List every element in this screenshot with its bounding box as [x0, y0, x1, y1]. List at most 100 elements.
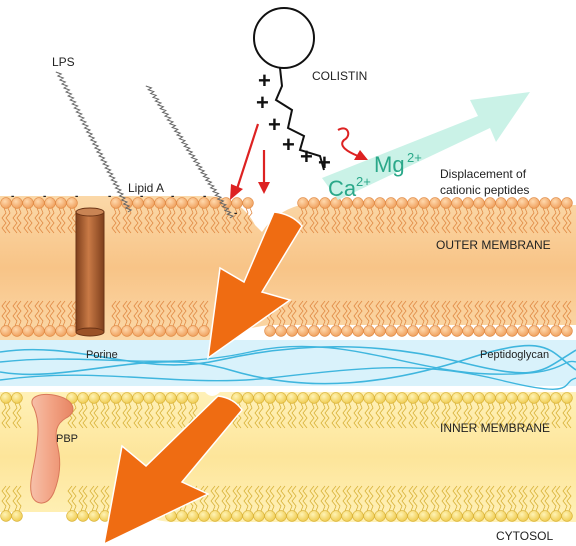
lipid-tail [496, 402, 502, 429]
lipid-head [154, 197, 166, 209]
lipid-head [484, 197, 496, 209]
lipid-tail [518, 207, 524, 234]
lipid-head [506, 197, 518, 209]
lipid-head [33, 325, 45, 337]
lipid-tail [236, 207, 242, 234]
lipid-tail [221, 207, 227, 234]
lipid-head [418, 197, 430, 209]
lipid-head [187, 197, 199, 209]
outer-membrane-body [0, 196, 576, 340]
lipid-tail [467, 300, 473, 327]
lipid-tail [485, 402, 491, 429]
lipid-tail [430, 485, 436, 512]
lipid-tail [390, 207, 396, 234]
lipid-tail [269, 485, 275, 512]
lipid-tail [489, 207, 495, 234]
lipid-head [539, 510, 551, 522]
lipid-tail [5, 485, 11, 512]
lipid-tail [489, 300, 495, 327]
lipid-tail [522, 207, 528, 234]
lipid-tail [496, 485, 502, 512]
lipid-head [242, 197, 254, 209]
lipid-tail [412, 485, 418, 512]
lipid-tail [445, 300, 451, 327]
lipid-tail [485, 207, 491, 234]
lipid-head [319, 392, 331, 404]
lipid-head [517, 510, 529, 522]
lipid-head [264, 325, 276, 337]
negative-charge: - [140, 191, 143, 202]
lipid-tail [474, 300, 480, 327]
lipid-tail [5, 402, 11, 429]
lipid-head [330, 325, 342, 337]
lipid-tail [265, 402, 271, 429]
lipid-tail [551, 485, 557, 512]
lipid-tail [60, 300, 66, 327]
magnesium-charge: 2+ [407, 150, 422, 165]
lipid-tail [467, 485, 473, 512]
lps-chain [55, 71, 133, 213]
lipid-tail [258, 402, 264, 429]
lipid-tail [423, 402, 429, 429]
lipid-tail [302, 207, 308, 234]
lipid-tail [89, 402, 95, 429]
lipid-tail [254, 402, 260, 429]
lipid-head [77, 392, 89, 404]
lipid-head [66, 197, 78, 209]
lipid-head [385, 510, 397, 522]
lipid-tail [192, 207, 198, 234]
lipid-head [264, 510, 276, 522]
lipid-tail [522, 485, 528, 512]
lipid-tail [320, 402, 326, 429]
negative-charge: - [234, 208, 237, 219]
lipid-head [341, 325, 353, 337]
lipid-tail [280, 485, 286, 512]
lipid-head [319, 325, 331, 337]
calcium-charge: 2+ [356, 174, 371, 189]
lipid-tail [166, 300, 172, 327]
lipid-tail [522, 300, 528, 327]
lipid-head [363, 197, 375, 209]
lipid-tail [474, 402, 480, 429]
lipid-head [22, 197, 34, 209]
lipid-tail [49, 207, 55, 234]
lps-chain [145, 85, 235, 219]
lipid-head [418, 392, 430, 404]
lipid-head [396, 392, 408, 404]
lipid-tail [177, 207, 183, 234]
lipid-head [11, 325, 23, 337]
lipid-tail [100, 485, 106, 512]
lipid-tail [144, 300, 150, 327]
lipid-tail [412, 207, 418, 234]
lipid-head [495, 510, 507, 522]
lipid-tail [155, 402, 161, 429]
lipid-tail [478, 300, 484, 327]
lipid-tail [258, 485, 264, 512]
lipid-head [506, 392, 518, 404]
lipid-head [0, 325, 12, 337]
lipid-tail [379, 402, 385, 429]
lipid-tail [518, 485, 524, 512]
lipid-tail [122, 207, 128, 234]
lipid-head [275, 325, 287, 337]
lipid-tail [496, 207, 502, 234]
lipid-tail [155, 300, 161, 327]
lipid-tail [430, 207, 436, 234]
colistin-molecule: + + + + + + [253, 7, 331, 175]
lipid-tail [390, 485, 396, 512]
pbp-label: PBP [56, 433, 78, 445]
lipid-tail [434, 300, 440, 327]
lipid-tail [419, 207, 425, 234]
lipid-tail [170, 207, 176, 234]
lipid-tail [441, 402, 447, 429]
lipid-tail [544, 402, 550, 429]
lipid-head [88, 510, 100, 522]
lipid-tail [379, 300, 385, 327]
lipid-tail [1, 207, 7, 234]
lipid-tail [445, 207, 451, 234]
lipid-head [407, 510, 419, 522]
lipid-head [451, 510, 463, 522]
lipid-tail [122, 402, 128, 429]
lipid-tail [12, 402, 18, 429]
lipid-head [308, 392, 320, 404]
